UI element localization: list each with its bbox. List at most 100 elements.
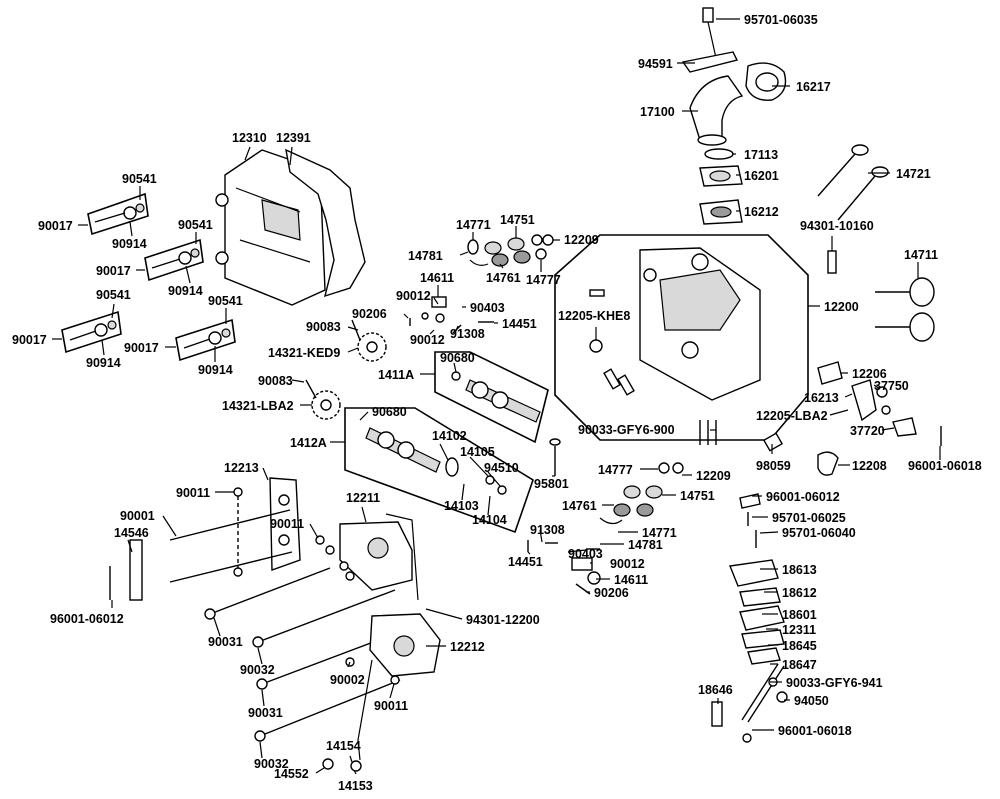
part-label-94510: 94510 bbox=[484, 461, 519, 475]
cam-sprocket-ked9 bbox=[351, 319, 387, 362]
part-label-14721: 14721 bbox=[896, 167, 931, 181]
part-label-14761-b: 14761 bbox=[562, 499, 597, 513]
part-label-12209-b: 12209 bbox=[696, 469, 731, 483]
part-label-14711: 14711 bbox=[904, 248, 938, 262]
part-label-18645: 18645 bbox=[782, 639, 817, 653]
part-label-17113: 17113 bbox=[744, 148, 778, 162]
part-label-12213: 12213 bbox=[224, 461, 259, 475]
part-label-98059: 98059 bbox=[756, 459, 791, 473]
part-label-37720: 37720 bbox=[850, 424, 885, 438]
cylinder-head-cover bbox=[215, 149, 326, 306]
part-label-95701-06035: 95701-06035 bbox=[744, 13, 818, 27]
cylinder-head bbox=[589, 247, 761, 401]
part-label-90206-b: 90206 bbox=[594, 586, 629, 600]
cover-bolt-set-2 bbox=[144, 238, 204, 282]
part-label-94301-10160: 94301-10160 bbox=[800, 219, 874, 233]
part-label-14611-b: 14611 bbox=[614, 573, 648, 587]
valve-springs-upper bbox=[467, 234, 554, 267]
long-studs bbox=[169, 487, 401, 742]
part-label-90403-b: 90403 bbox=[568, 547, 603, 561]
part-label-14781-a: 14781 bbox=[408, 249, 443, 263]
part-label-14153: 14153 bbox=[338, 779, 373, 793]
part-label-90017-a: 90017 bbox=[38, 219, 73, 233]
cylinder-block-plate-12211 bbox=[315, 513, 419, 601]
part-label-90011-a: 90011 bbox=[176, 486, 210, 500]
part-label-14451-a: 14451 bbox=[502, 317, 537, 331]
cylinder-block-plate-12212 bbox=[322, 613, 441, 772]
part-label-1411A: 1411A bbox=[378, 368, 414, 382]
part-label-94050: 94050 bbox=[794, 694, 829, 708]
cam-sprocket-lba2 bbox=[305, 379, 341, 420]
part-label-14761-a: 14761 bbox=[486, 271, 521, 285]
part-label-14102: 14102 bbox=[432, 429, 467, 443]
part-label-14451-b: 14451 bbox=[508, 555, 543, 569]
part-label-91308-b: 91308 bbox=[530, 523, 565, 537]
part-label-90541-b: 90541 bbox=[178, 218, 213, 232]
part-label-14103: 14103 bbox=[444, 499, 479, 513]
part-label-90017-c: 90017 bbox=[12, 333, 47, 347]
part-label-90914-c: 90914 bbox=[86, 356, 121, 370]
part-label-1412A: 1412A bbox=[290, 436, 327, 450]
part-label-12211: 12211 bbox=[346, 491, 380, 505]
part-label-90083-b: 90083 bbox=[258, 374, 293, 388]
part-label-90012-c: 90012 bbox=[610, 557, 645, 571]
part-label-16217: 16217 bbox=[796, 80, 831, 94]
camshaft-1411A bbox=[451, 371, 541, 423]
part-label-90012-b: 90012 bbox=[410, 333, 445, 347]
part-label-18601: 18601 bbox=[782, 608, 817, 622]
exhaust-valves bbox=[817, 144, 889, 221]
part-label-18646: 18646 bbox=[698, 683, 733, 697]
part-label-90002: 90002 bbox=[330, 673, 365, 687]
part-label-90033-GFY6-900: 90033-GFY6-900 bbox=[578, 423, 675, 437]
part-label-12205-LBA2: 12205-LBA2 bbox=[756, 409, 828, 423]
head-cover-gasket bbox=[285, 148, 366, 298]
part-label-14771-b: 14771 bbox=[642, 526, 677, 540]
part-label-94591: 94591 bbox=[638, 57, 673, 71]
part-label-90914-b: 90914 bbox=[168, 284, 203, 298]
part-label-14546: 14546 bbox=[114, 526, 149, 540]
part-label-14751-a: 14751 bbox=[500, 213, 535, 227]
part-label-90031-b: 90031 bbox=[248, 706, 283, 720]
part-label-90914-d: 90914 bbox=[198, 363, 233, 377]
part-label-14105: 14105 bbox=[460, 445, 495, 459]
part-label-16212: 16212 bbox=[744, 205, 779, 219]
part-label-14611-a: 14611 bbox=[420, 271, 454, 285]
part-label-90031-a: 90031 bbox=[208, 635, 243, 649]
part-label-17100: 17100 bbox=[640, 105, 675, 119]
part-label-90403-a: 90403 bbox=[470, 301, 505, 315]
camshaft-1412A bbox=[365, 427, 507, 495]
part-label-12209-a: 12209 bbox=[564, 233, 599, 247]
part-label-18647: 18647 bbox=[782, 658, 817, 672]
part-label-94301-12200: 94301-12200 bbox=[466, 613, 540, 627]
part-label-96001-06018-a: 96001-06018 bbox=[908, 459, 982, 473]
cover-bolt-set-3 bbox=[61, 310, 122, 354]
cover-bolt-set-4 bbox=[175, 318, 236, 362]
part-label-12208: 12208 bbox=[852, 459, 887, 473]
part-label-14552: 14552 bbox=[274, 767, 309, 781]
cam-chain-guide bbox=[109, 477, 301, 601]
part-label-12205-KHE8: 12205-KHE8 bbox=[558, 309, 630, 323]
part-label-96001-06012-a: 96001-06012 bbox=[50, 612, 124, 626]
camshaft-1411A-group bbox=[434, 351, 549, 444]
part-label-90914-a: 90914 bbox=[112, 237, 147, 251]
part-label-90011-b: 90011 bbox=[270, 517, 304, 531]
part-label-12200: 12200 bbox=[824, 300, 859, 314]
part-label-90541-a: 90541 bbox=[122, 172, 157, 186]
part-label-95701-06040: 95701-06040 bbox=[782, 526, 856, 540]
part-label-18613: 18613 bbox=[782, 563, 817, 577]
part-label-12310: 12310 bbox=[232, 131, 267, 145]
part-label-90017-b: 90017 bbox=[96, 264, 131, 278]
part-label-12206: 12206 bbox=[852, 367, 887, 381]
part-label-90017-d: 90017 bbox=[124, 341, 159, 355]
part-label-90680-a: 90680 bbox=[440, 351, 475, 365]
valve-springs-lower bbox=[527, 438, 684, 595]
part-label-90011-c: 90011 bbox=[374, 699, 408, 713]
part-label-90541-c: 90541 bbox=[96, 288, 131, 302]
part-label-91308-a: 91308 bbox=[450, 327, 485, 341]
part-label-95701-06025: 95701-06025 bbox=[772, 511, 846, 525]
part-label-90541-d: 90541 bbox=[208, 294, 243, 308]
part-label-90012-a: 90012 bbox=[396, 289, 431, 303]
part-label-90032-b: 90032 bbox=[254, 757, 289, 771]
part-label-96001-06018-b: 96001-06018 bbox=[778, 724, 852, 738]
